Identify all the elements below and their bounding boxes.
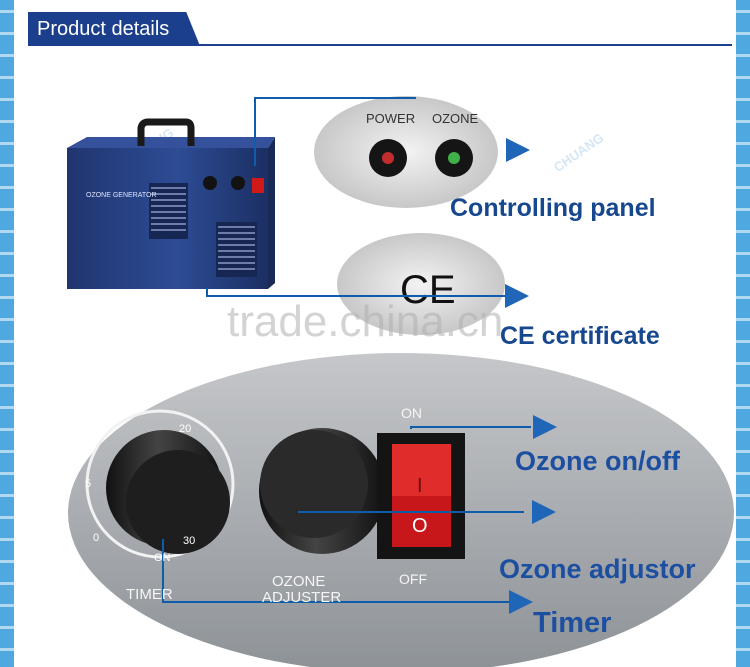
dial-0: 0 <box>93 532 100 544</box>
header-rule <box>28 44 732 46</box>
dial-20: 20 <box>179 423 192 435</box>
adjuster-caption-1: OZONE <box>272 573 326 590</box>
switch-on-mark: I <box>417 475 423 497</box>
switch-off-mark: O <box>412 515 428 537</box>
timer-caption: TIMER <box>126 586 173 603</box>
dial-10: 10 <box>96 424 109 436</box>
ce-certificate-label: CE certificate <box>500 322 660 350</box>
on-caption: ON <box>401 405 422 421</box>
controlling-panel-label: Controlling panel <box>450 194 656 222</box>
timer-label: Timer <box>533 607 612 639</box>
section-title: Product details <box>37 18 170 40</box>
section-header <box>28 12 200 46</box>
device-vent-right <box>216 222 257 277</box>
device-vent-left <box>149 183 188 239</box>
dial-5: 5 <box>85 478 92 490</box>
dial-on: ON <box>154 552 171 564</box>
svg-text:CE: CE <box>400 268 456 312</box>
adjuster-caption-2: ADJUSTER <box>262 589 342 606</box>
ozone-adjustor-label: Ozone adjustor <box>499 554 696 584</box>
panel-ozone-text: OZONE <box>432 111 479 126</box>
site-watermark: trade.china.cn <box>227 297 504 346</box>
arrow-controlling-panel <box>506 138 530 162</box>
arrow-on-off <box>533 415 557 439</box>
arrow-adjustor <box>532 500 556 524</box>
arrow-timer <box>509 590 533 614</box>
ozone-on-off-label: Ozone on/off <box>515 446 680 476</box>
left-decorative-border <box>0 0 14 667</box>
dial-30: 30 <box>183 535 196 547</box>
device-label: OZONE GENERATOR <box>86 192 157 199</box>
arrow-ce <box>505 284 529 308</box>
panel-power-text: POWER <box>366 111 416 126</box>
off-caption: OFF <box>399 571 427 587</box>
right-decorative-border <box>736 0 750 667</box>
dial-15: 15 <box>133 400 146 412</box>
